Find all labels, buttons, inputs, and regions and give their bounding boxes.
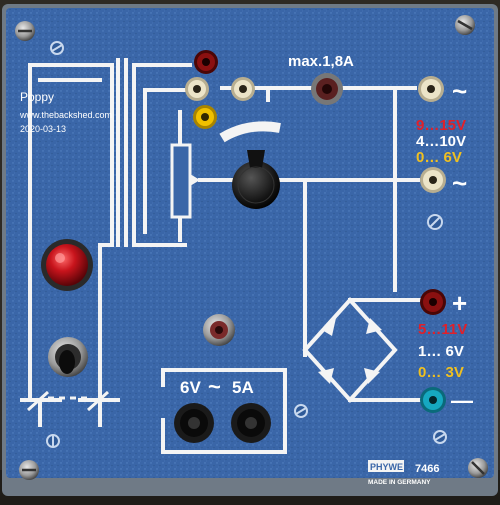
- double-pole-switch-symbol: [26, 390, 110, 412]
- ac-range-1: 9…15V: [416, 117, 466, 134]
- ac-range-3: 0… 6V: [416, 149, 462, 166]
- toggle-switch-icon[interactable]: [48, 337, 88, 377]
- socket-lamp-output-right[interactable]: [231, 403, 271, 443]
- model-number: 7466: [415, 463, 439, 475]
- watermark-site: www.thebackshed.com: [19, 110, 112, 120]
- socket-cream-left[interactable]: [185, 77, 209, 101]
- ac-symbol-top: ~: [452, 76, 467, 106]
- dc-range-2: 1… 6V: [418, 343, 464, 360]
- max-current-label: max.1,8A: [288, 53, 354, 70]
- selector-knob-icon[interactable]: [232, 150, 280, 209]
- socket-dc-plus[interactable]: [420, 289, 446, 315]
- potentiometer-icon: [170, 143, 192, 219]
- socket-yellow[interactable]: [193, 105, 217, 129]
- made-in-label: MADE IN GERMANY: [368, 479, 431, 486]
- diode-bridge-icon: [302, 297, 398, 403]
- socket-cream-mid[interactable]: [231, 77, 255, 101]
- socket-red-top[interactable]: [194, 50, 218, 74]
- indicator-lamp-small: [203, 314, 235, 346]
- watermark-name: Poppy: [20, 90, 54, 104]
- socket-ac-top[interactable]: [418, 76, 444, 102]
- lamp-output-current: 5A: [232, 378, 254, 397]
- ac-range-2: 4…10V: [416, 133, 466, 150]
- watermark-date: 2020-03-13: [20, 124, 66, 134]
- minus-symbol: —: [451, 388, 473, 413]
- dc-range-3: 0… 3V: [418, 364, 464, 381]
- socket-lamp-output-left[interactable]: [174, 403, 214, 443]
- dc-range-1: 5…11V: [418, 321, 467, 338]
- lamp-output-tilde: ~: [208, 374, 221, 399]
- plus-symbol: +: [452, 288, 467, 318]
- brand-logo: PHYWE: [370, 462, 403, 472]
- brand-logo-box: [368, 460, 404, 472]
- socket-dc-minus[interactable]: [420, 387, 446, 413]
- screw-icon: [15, 15, 488, 480]
- fuse-holder[interactable]: [311, 73, 343, 105]
- power-lamp-icon: [41, 239, 93, 291]
- lamp-output-voltage: 6V: [180, 378, 201, 397]
- ac-symbol-bottom: ~: [452, 168, 467, 198]
- socket-ac-bottom[interactable]: [420, 167, 446, 193]
